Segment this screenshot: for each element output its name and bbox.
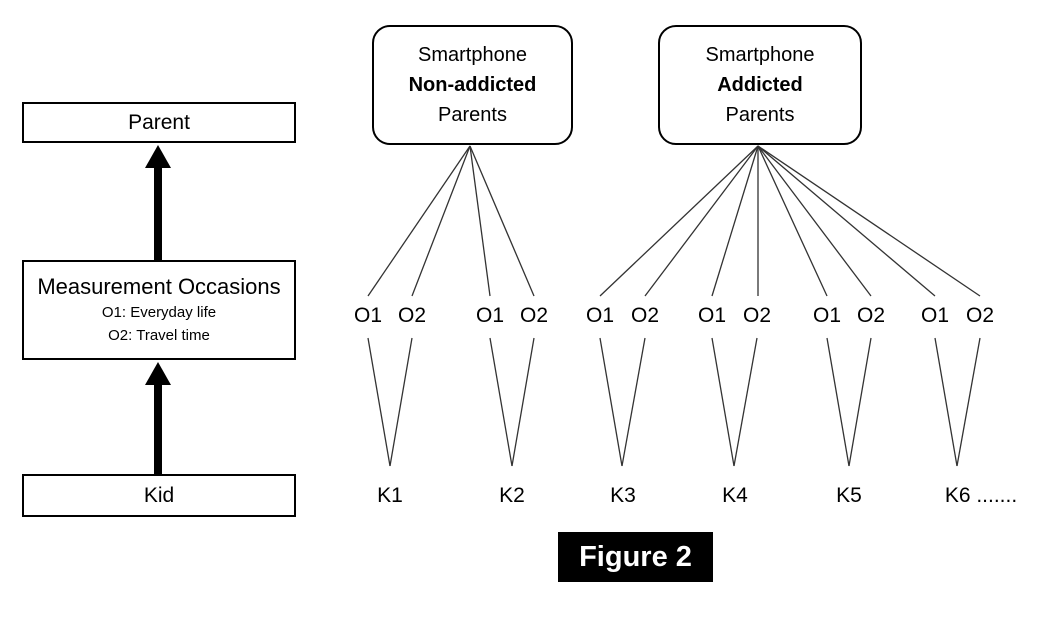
occasion-label-o2-k2: O2: [519, 304, 549, 327]
fan-line: [644, 145, 759, 297]
fan-line: [757, 145, 936, 297]
kid-label-k3: K3: [610, 484, 636, 507]
occasion-label-o1-k5: O1: [812, 304, 842, 327]
kid-box-label: Kid: [143, 483, 175, 507]
measurement-occasions-title: Measurement Occasions: [37, 273, 281, 299]
fan-addicted-parents: [599, 145, 981, 297]
v-line: [848, 337, 872, 467]
addicted-box-line1: Smartphone: [705, 44, 815, 66]
occasion-label-o1-k3: O1: [585, 304, 615, 327]
up-arrow-kid-to-measurement: [145, 362, 171, 474]
fan-line: [469, 145, 491, 297]
measurement-occasions-content: Measurement Occasions O1: Everyday life …: [37, 274, 280, 346]
occasion2-definition: O2: Travel time: [108, 327, 210, 345]
arrow-head: [145, 145, 171, 168]
fan-nonaddicted-parents: [367, 145, 535, 297]
nonaddicted-box-line1: Smartphone: [418, 44, 527, 66]
parent-box: Parent: [22, 102, 296, 143]
v-line: [511, 337, 535, 467]
v-connector-k5: [826, 337, 872, 467]
parent-box-label: Parent: [128, 110, 190, 134]
v-connector-k6: [934, 337, 981, 467]
v-line: [826, 337, 850, 467]
nonaddicted-box-line3: Parents: [438, 104, 507, 126]
addicted-parents-box: Smartphone Addicted Parents: [658, 25, 862, 145]
v-line: [621, 337, 646, 467]
v-connector-k3: [599, 337, 646, 467]
v-line: [733, 337, 758, 467]
arrow-shaft: [154, 383, 162, 474]
arrow-shaft: [154, 165, 162, 260]
addicted-box-line2: Addicted: [717, 74, 803, 96]
fan-line: [757, 145, 828, 297]
occasion1-definition: O1: Everyday life: [101, 304, 217, 322]
occasion-label-o2-k6: O2: [965, 304, 995, 327]
occasion-label-o1-k2: O1: [475, 304, 505, 327]
fan-line: [599, 145, 759, 297]
fan-line: [469, 145, 535, 297]
v-line: [389, 337, 413, 467]
v-line: [367, 337, 391, 467]
kid-label-k1: K1: [377, 484, 403, 507]
v-line: [489, 337, 513, 467]
v-line: [711, 337, 735, 467]
kid-label-k6: K6 .......: [944, 484, 1018, 507]
v-connector-k1: [367, 337, 413, 467]
v-connector-k2: [489, 337, 535, 467]
nonaddicted-parents-box: Smartphone Non-addicted Parents: [372, 25, 573, 145]
occasion-label-o2-k4: O2: [742, 304, 772, 327]
occasion-label-o2-k5: O2: [856, 304, 886, 327]
occasion-label-o1-k1: O1: [353, 304, 383, 327]
nonaddicted-box-line2: Non-addicted: [408, 74, 537, 96]
fan-line: [411, 145, 471, 297]
v-line: [934, 337, 958, 467]
measurement-occasions-box: Measurement Occasions O1: Everyday life …: [22, 260, 296, 360]
fan-line: [367, 145, 471, 297]
occasion-label-o2-k1: O2: [397, 304, 427, 327]
addicted-box-line3: Parents: [725, 104, 795, 126]
kid-label-k4: K4: [722, 484, 748, 507]
kid-label-k5: K5: [836, 484, 862, 507]
figure-caption-text: Figure 2: [579, 540, 692, 573]
fan-line: [711, 145, 759, 297]
up-arrow-measurement-to-parent: [145, 145, 171, 260]
kid-label-k2: K2: [499, 484, 525, 507]
v-line: [956, 337, 981, 467]
fan-line: [757, 145, 981, 297]
v-connector-k4: [711, 337, 758, 467]
occasion-label-o2-k3: O2: [630, 304, 660, 327]
fan-line: [757, 145, 872, 297]
v-line: [599, 337, 623, 467]
figure-caption: Figure 2: [558, 532, 713, 582]
occasion-label-o1-k4: O1: [697, 304, 727, 327]
occasion-label-o1-k6: O1: [920, 304, 950, 327]
arrow-head: [145, 362, 171, 385]
kid-box: Kid: [22, 474, 296, 517]
